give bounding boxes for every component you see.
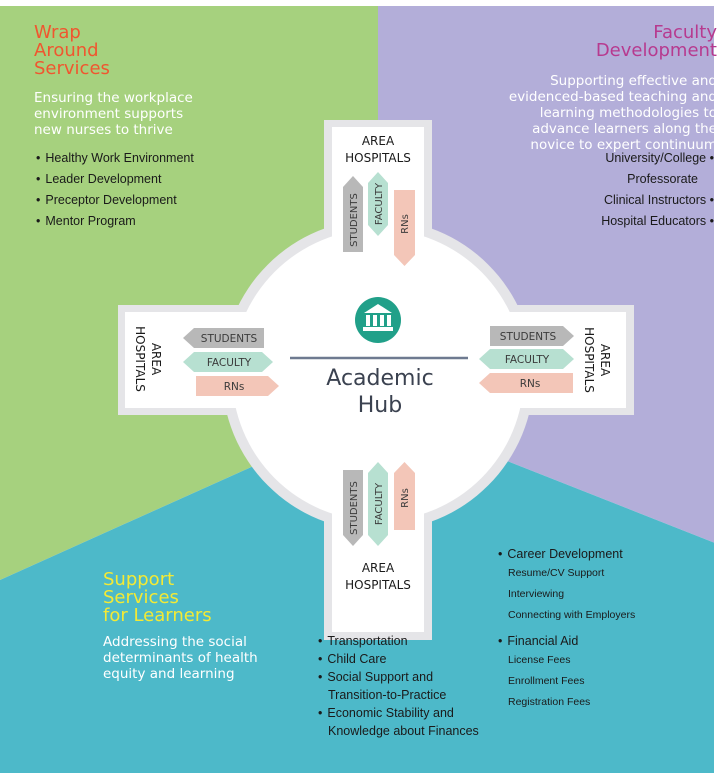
svg-text:AREA: AREA <box>362 134 395 148</box>
bottom-students-label: STUDENTS <box>349 481 360 535</box>
svg-text:HOSPITALS: HOSPITALS <box>133 326 147 392</box>
faculty-development-list: University/College • Professorate Clinic… <box>601 148 714 232</box>
list-item: Professorate <box>627 172 698 186</box>
support-services-list: •Transportation •Child Care •Social Supp… <box>318 632 479 740</box>
institution-building-icon <box>355 297 401 343</box>
career-development-list: •Career Development Resume/CV Support In… <box>498 545 635 626</box>
list-item: Knowledge about Finances <box>328 724 479 738</box>
bottom-arrow-faculty: FACULTY <box>368 462 388 546</box>
left-arrow-faculty: FACULTY <box>183 352 273 372</box>
area-hospitals-left: AREA HOSPITALS <box>133 326 163 392</box>
list-item: Connecting with Employers <box>508 609 636 621</box>
list-item: •Career Development <box>498 547 623 561</box>
faculty-development-title: Faculty Development <box>595 22 717 61</box>
list-item: Transition-to-Practice <box>328 688 447 702</box>
list-item: •Preceptor Development <box>36 193 177 207</box>
list-item: •Transportation <box>318 634 408 648</box>
left-faculty-label: FACULTY <box>207 357 252 369</box>
top-rns-label: RNs <box>400 214 411 234</box>
financial-aid-list: •Financial Aid License Fees Enrollment F… <box>498 632 590 713</box>
list-item: •Leader Development <box>36 172 162 186</box>
right-rns-label: RNs <box>520 378 541 390</box>
left-arrow-students: STUDENTS <box>183 328 264 348</box>
left-arrow-rns: RNs <box>196 376 279 396</box>
svg-text:HOSPITALS: HOSPITALS <box>345 151 411 165</box>
list-item: •Child Care <box>318 652 387 666</box>
list-item: Interviewing <box>508 588 565 600</box>
bottom-arrow-students: STUDENTS <box>343 470 363 546</box>
area-hospitals-bottom: AREA HOSPITALS <box>345 561 411 592</box>
area-hospitals-top: AREA HOSPITALS <box>345 134 411 165</box>
right-arrow-faculty: FACULTY <box>479 349 574 369</box>
right-students-label: STUDENTS <box>500 331 557 343</box>
support-services-title: Support Services for Learners <box>103 569 212 626</box>
area-hospitals-right: AREA HOSPITALS <box>582 327 612 393</box>
list-item: Resume/CV Support <box>508 567 605 579</box>
bottom-rns-label: RNs <box>400 488 411 508</box>
bottom-arrow-rns: RNs <box>394 462 415 530</box>
list-item: Registration Fees <box>508 696 591 708</box>
bottom-faculty-label: FACULTY <box>374 482 385 525</box>
top-arrow-faculty: FACULTY <box>368 172 388 236</box>
faculty-development-subtitle: Supporting effective and evidenced-based… <box>508 73 717 153</box>
svg-text:AREA: AREA <box>149 343 163 376</box>
wrap-around-title: Wrap Around Services <box>34 22 110 79</box>
top-students-label: STUDENTS <box>349 193 360 247</box>
list-item: Hospital Educators • <box>601 214 714 228</box>
right-arrow-rns: RNs <box>479 373 573 393</box>
top-faculty-label: FACULTY <box>374 182 385 225</box>
svg-text:HOSPITALS: HOSPITALS <box>345 578 411 592</box>
list-item: •Mentor Program <box>36 214 136 228</box>
top-arrow-rns: RNs <box>394 190 415 266</box>
list-item: •Healthy Work Environment <box>36 151 194 165</box>
wrap-around-subtitle: Ensuring the workplace environment suppo… <box>34 90 193 138</box>
right-faculty-label: FACULTY <box>505 354 550 366</box>
list-item: •Social Support and <box>318 670 434 684</box>
list-item: Clinical Instructors • <box>604 193 714 207</box>
hub-line-2: Hub <box>357 393 403 418</box>
list-item: Enrollment Fees <box>508 675 585 687</box>
list-item: •Financial Aid <box>498 634 579 648</box>
left-students-label: STUDENTS <box>201 333 258 345</box>
list-item: License Fees <box>508 654 571 666</box>
support-services-subtitle: Addressing the social determinants of he… <box>103 634 258 682</box>
top-arrow-students: STUDENTS <box>343 176 363 252</box>
academic-hub-title: Academic Hub <box>285 365 475 419</box>
left-rns-label: RNs <box>224 381 245 393</box>
list-item: •Economic Stability and <box>318 706 454 720</box>
hub-line-1: Academic <box>326 366 434 391</box>
wrap-around-list: •Healthy Work Environment •Leader Develo… <box>36 148 194 232</box>
svg-text:HOSPITALS: HOSPITALS <box>582 327 596 393</box>
svg-text:AREA: AREA <box>362 561 395 575</box>
list-item: University/College • <box>605 151 714 165</box>
right-arrow-students: STUDENTS <box>490 326 574 346</box>
svg-text:AREA: AREA <box>598 344 612 377</box>
